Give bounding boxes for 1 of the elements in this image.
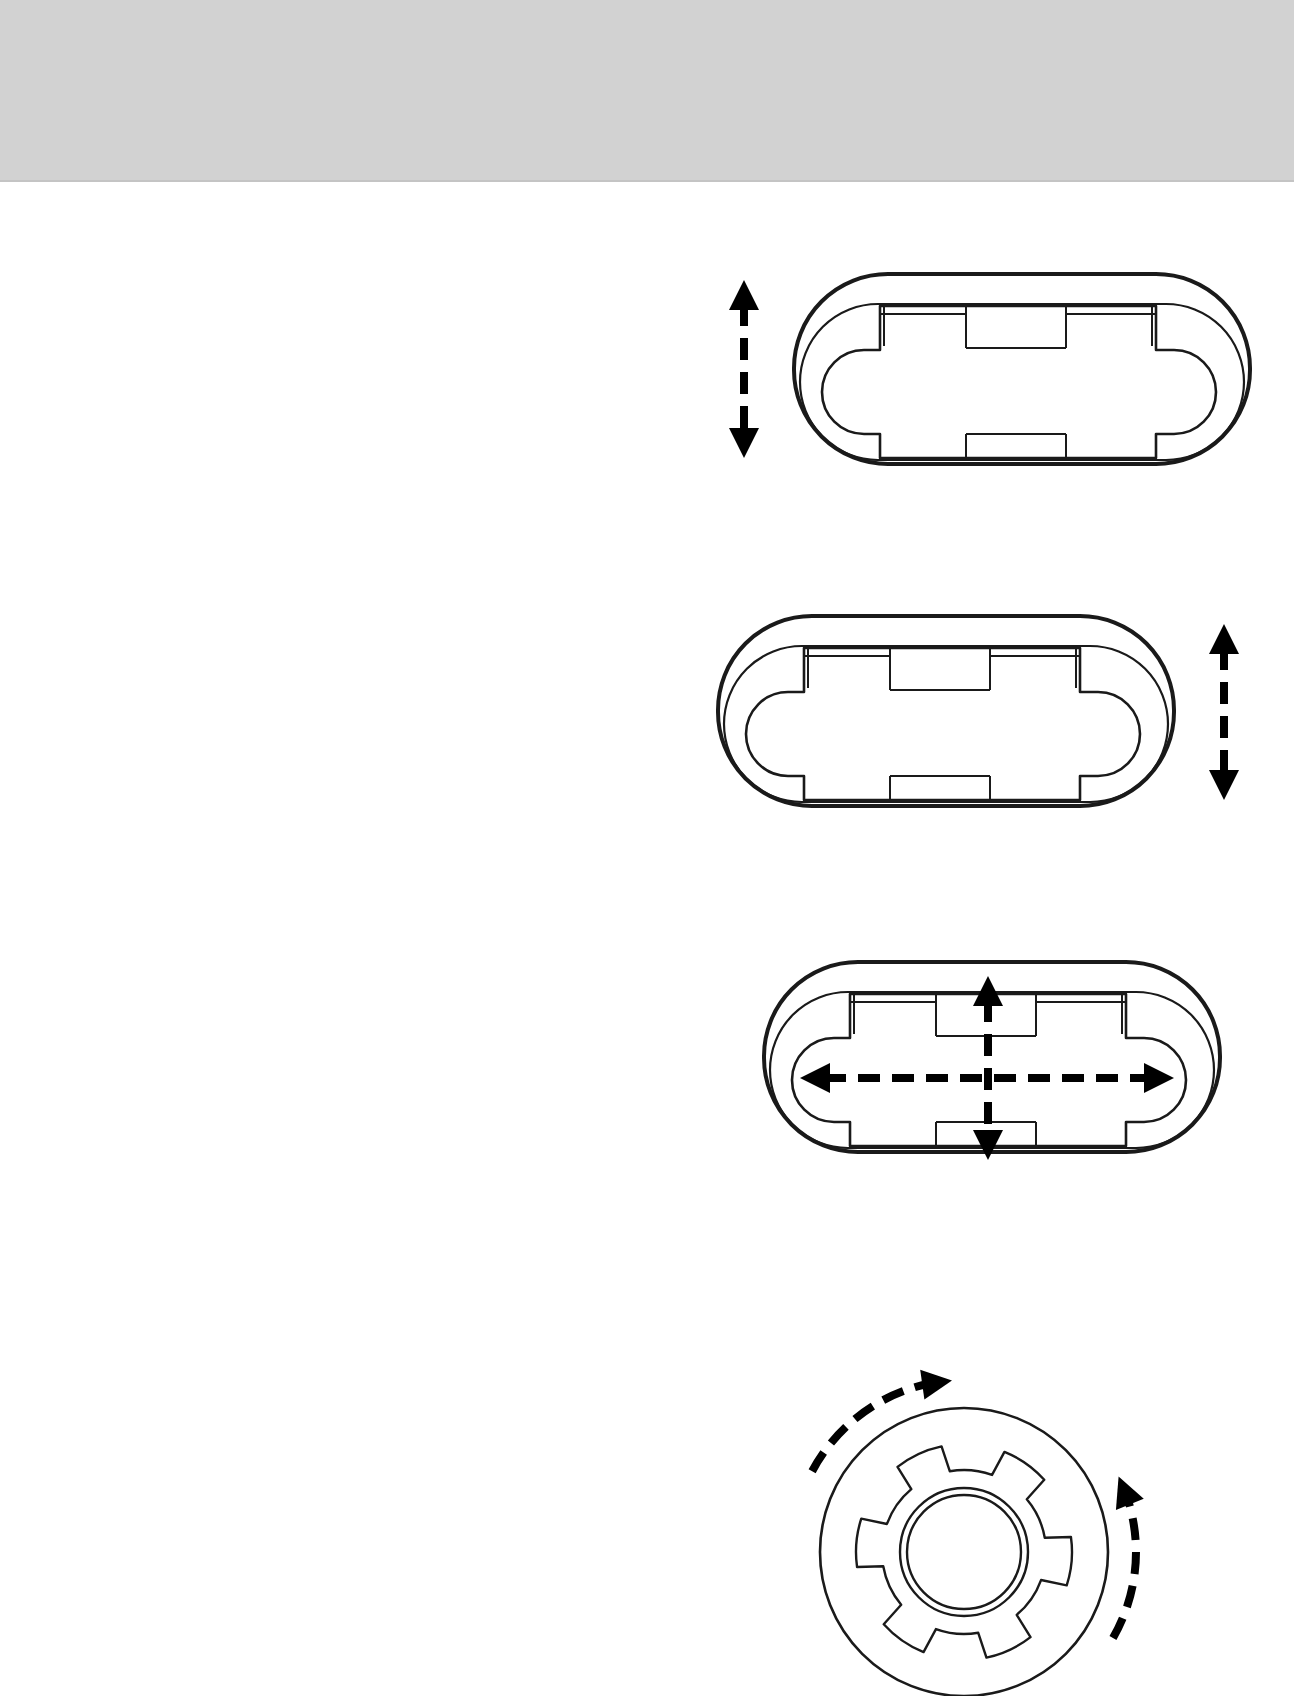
round-knob-drawing: [818, 1406, 1110, 1696]
